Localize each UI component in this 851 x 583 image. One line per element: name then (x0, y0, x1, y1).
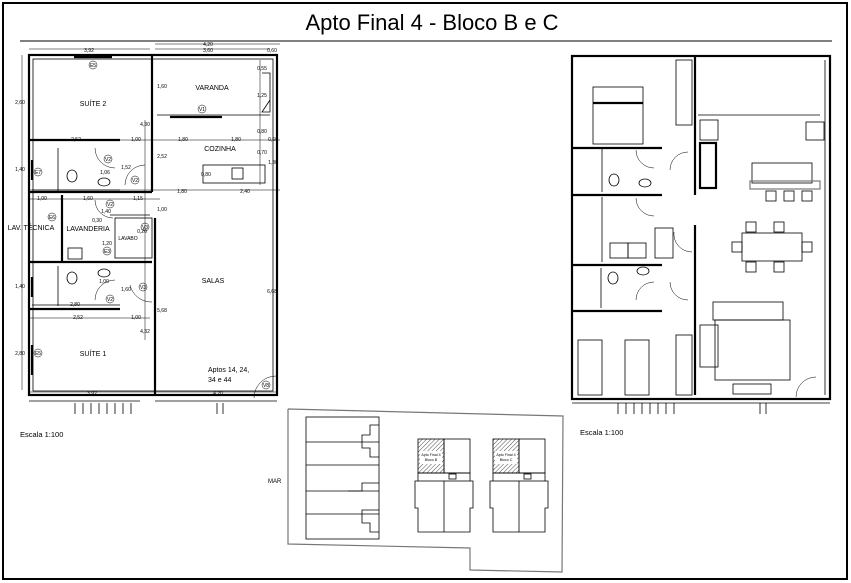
block-c-label-line2: Bloco C (500, 458, 513, 462)
dimension-label: 2,52 (73, 315, 83, 321)
room-label-lavanderia: LAVANDERIA (66, 226, 110, 233)
dimension-label: 0,20 (137, 229, 147, 235)
dimension-label: 3,60 (203, 48, 213, 54)
dimension-label: 2,80 (70, 302, 80, 308)
opening-tag: V3 (142, 225, 148, 231)
dimension-label: 0,80 (201, 172, 211, 178)
sea-label: MAR (268, 479, 282, 485)
dimension-label: 2,40 (240, 189, 250, 195)
room-label-salas: SALAS (202, 278, 225, 285)
dimension-label: 1,40 (101, 209, 111, 215)
opening-tag: V2 (105, 157, 111, 163)
dimension-label: 4,30 (140, 122, 150, 128)
dimension-label: 1,20 (102, 241, 112, 247)
dimension-label: 1,00 (37, 196, 47, 202)
room-label-lav-tecnica: LAV. TÉCNICA (8, 223, 55, 232)
dimension-label: 6,68 (267, 289, 277, 295)
opening-tag: E3 (104, 249, 110, 255)
apartments-note-line2: 34 e 44 (208, 377, 231, 384)
opening-tag: E5 (35, 351, 41, 357)
opening-tag: E7 (35, 170, 41, 176)
dimension-label: 1,80 (231, 137, 241, 143)
dimension-labels: 3,92 4,20 3,60 0,60 0,55 2,60 1,60 1,25 … (15, 42, 278, 397)
dimension-label: 4,20 (203, 42, 213, 48)
opening-tag: V2 (132, 178, 138, 184)
room-label-lavabo: LAVABO (118, 236, 137, 242)
dimension-label: 1,06 (100, 170, 110, 176)
dimension-label: 5,68 (157, 308, 167, 314)
dimension-label: 1,60 (83, 196, 93, 202)
dimension-label: 2,80 (15, 351, 25, 357)
left-floor-plan: SUÍTE 2 VARANDA COZINHA LAV. TÉCNICA LAV… (8, 42, 280, 439)
apartments-note-line1: Aptos 14, 24, (208, 367, 249, 374)
room-label-suite2: SUÍTE 2 (80, 99, 107, 108)
dimension-label: 1,60 (157, 84, 167, 90)
dimension-label: 1,00 (131, 137, 141, 143)
block-b-label-line1: Apto Final 4 (421, 453, 440, 457)
dimension-label: 4,32 (140, 329, 150, 335)
dimension-label: 0,60 (268, 137, 278, 143)
opening-tag: V2 (107, 297, 113, 303)
opening-tag: E6 (49, 215, 55, 221)
dimension-label: 3,92 (84, 48, 94, 54)
dimension-label: 0,80 (257, 129, 267, 135)
dimension-label: 1,80 (177, 189, 187, 195)
room-label-suite1: SUÍTE 1 (80, 349, 107, 358)
dimension-label: 1,52 (121, 165, 131, 171)
dimension-label: 1,00 (131, 315, 141, 321)
dimension-label: 0,60 (267, 48, 277, 54)
opening-tag: V8 (263, 383, 269, 389)
dimension-label: 3,92 (87, 391, 97, 397)
room-label-cozinha: COZINHA (204, 146, 236, 153)
dimension-label: 1,15 (133, 196, 143, 202)
opening-tag: E5 (90, 63, 96, 69)
dimension-label: 2,52 (71, 137, 81, 143)
dimension-label: 1,00 (99, 279, 109, 285)
opening-tag: V1 (199, 107, 205, 113)
opening-tags: E5 V1 V2 V2 E7 V2 E6 V3 E3 V3 V2 E5 V8 (33, 60, 271, 390)
room-label-varanda: VARANDA (195, 85, 229, 92)
dimension-label: 1,60 (121, 287, 131, 293)
opening-tag: V3 (140, 285, 146, 291)
dimension-label: 1,00 (157, 207, 167, 213)
dimension-label: 0,55 (257, 66, 267, 72)
dimension-label: 1,40 (15, 284, 25, 290)
dimension-label: 2,60 (15, 100, 25, 106)
dimension-label: 1,40 (15, 167, 25, 173)
right-furnished-plan: Escala 1:100 (570, 54, 832, 437)
dimension-label: 1,25 (257, 93, 267, 99)
dimension-label: 0,30 (92, 218, 102, 224)
scale-label-right: Escala 1:100 (580, 428, 623, 437)
sheet-title: Apto Final 4 - Bloco B e C (305, 10, 558, 35)
dimension-label: 1,80 (178, 137, 188, 143)
dimension-label: 0,70 (257, 150, 267, 156)
opening-tag: V2 (107, 202, 113, 208)
dimension-label: 1,30 (268, 160, 278, 166)
dimension-label: 4,20 (213, 391, 223, 397)
block-b-label-line2: Bloco B (425, 458, 438, 462)
scale-label-left: Escala 1:100 (20, 430, 63, 439)
site-plan: MAR Apto Final 4 Bloco B Apto Final 4 Bl… (268, 408, 564, 573)
block-c-label-line1: Apto Final 4 (496, 453, 515, 457)
dimension-label: 2,52 (157, 154, 167, 160)
